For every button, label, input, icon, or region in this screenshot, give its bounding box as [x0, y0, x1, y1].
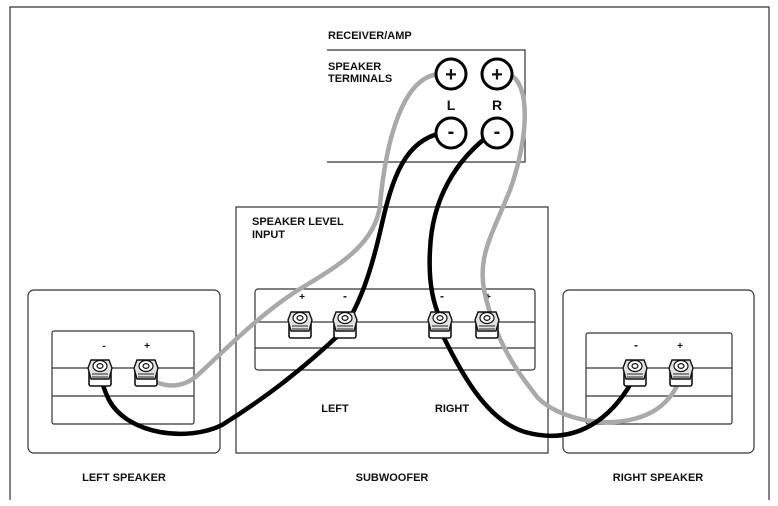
left-speaker-positive-post [133, 359, 159, 387]
left-speaker-box: - + LEFT SPEAKER [27, 289, 221, 484]
post-thread-core [436, 315, 444, 322]
speaker-terminals-label-line2: TERMINALS [328, 73, 392, 85]
subwoofer-terminal-plate [254, 288, 536, 371]
sub-left-negative-mark: - [343, 289, 347, 303]
post-thread-core [296, 315, 304, 322]
sub-input-label-line2: INPUT [252, 229, 285, 241]
left-speaker-negative-mark: - [102, 341, 105, 352]
wire-amp-right-negative [427, 130, 495, 321]
right-speaker-outline [562, 289, 755, 454]
sub-right-negative-post [427, 311, 453, 339]
subwoofer-label: SUBWOOFER [356, 472, 429, 484]
wire-amp-left-positive [143, 71, 443, 388]
amp-left-positive-ring [434, 57, 468, 91]
sub-left-label: LEFT [321, 403, 349, 415]
receiver-label: RECEIVER/AMP [328, 30, 412, 42]
sub-right-positive-post [474, 311, 500, 339]
wire-sub-right-to-right-speaker [437, 327, 638, 438]
binding-posts [87, 311, 694, 387]
amp-left-negative-ring [434, 116, 468, 150]
post-thread-core [677, 363, 685, 370]
post-thread-core [96, 363, 104, 370]
subwoofer-outline [235, 206, 549, 454]
amp-right-negative-ring [480, 116, 514, 150]
amp-right-negative-terminal: - [480, 116, 514, 150]
left-speaker-label: LEFT SPEAKER [82, 472, 166, 484]
right-speaker-positive-post [668, 359, 694, 387]
sub-right-negative-mark: - [440, 289, 444, 303]
sub-left-positive-mark: + [299, 292, 305, 303]
wire-amp-left-negative [347, 130, 445, 321]
sub-left-negative-post [332, 311, 358, 339]
right-speaker-negative-mark: - [634, 338, 638, 352]
left-speaker-outline [27, 289, 221, 454]
right-speaker-box: - + RIGHT SPEAKER [562, 289, 755, 484]
amp-left-positive-sign: + [445, 64, 457, 86]
left-speaker-positive-mark: + [144, 341, 150, 352]
wire-amp-right-positive [480, 71, 684, 425]
post-thread-core [631, 363, 639, 370]
sub-right-label: RIGHT [435, 403, 470, 415]
speaker-wires [97, 71, 684, 438]
left-speaker-negative-post [87, 359, 113, 387]
outer-frame [9, 6, 770, 500]
sub-input-label-line1: SPEAKER LEVEL [252, 216, 344, 228]
amp-left-positive-terminal: + [434, 57, 468, 91]
right-speaker-positive-mark: + [677, 341, 683, 352]
sub-right-positive-mark: + [485, 292, 491, 303]
wire-sub-left-to-left-speaker [97, 327, 347, 437]
left-speaker-terminal-plate [51, 330, 195, 425]
right-speaker-terminal-plate [585, 332, 733, 425]
sub-left-positive-post [287, 311, 313, 339]
amp-right-positive-ring [480, 57, 514, 91]
amp-right-positive-terminal: + [480, 57, 514, 91]
right-channel-label: R [492, 97, 502, 113]
amp-left-negative-sign: - [448, 121, 455, 143]
post-thread-core [142, 363, 150, 370]
post-thread-core [341, 315, 349, 322]
amp-right-positive-sign: + [491, 64, 503, 86]
amp-terminals: + + - - [434, 57, 514, 150]
amp-right-negative-sign: - [494, 121, 501, 143]
right-speaker-label: RIGHT SPEAKER [613, 472, 704, 484]
receiver-amp-panel: RECEIVER/AMP SPEAKER TERMINALS L R [327, 30, 526, 163]
right-speaker-negative-post [622, 359, 648, 387]
post-thread-core [483, 315, 491, 322]
speaker-terminals-label-line1: SPEAKER [328, 61, 381, 73]
left-channel-label: L [447, 97, 456, 113]
amp-left-negative-terminal: - [434, 116, 468, 150]
